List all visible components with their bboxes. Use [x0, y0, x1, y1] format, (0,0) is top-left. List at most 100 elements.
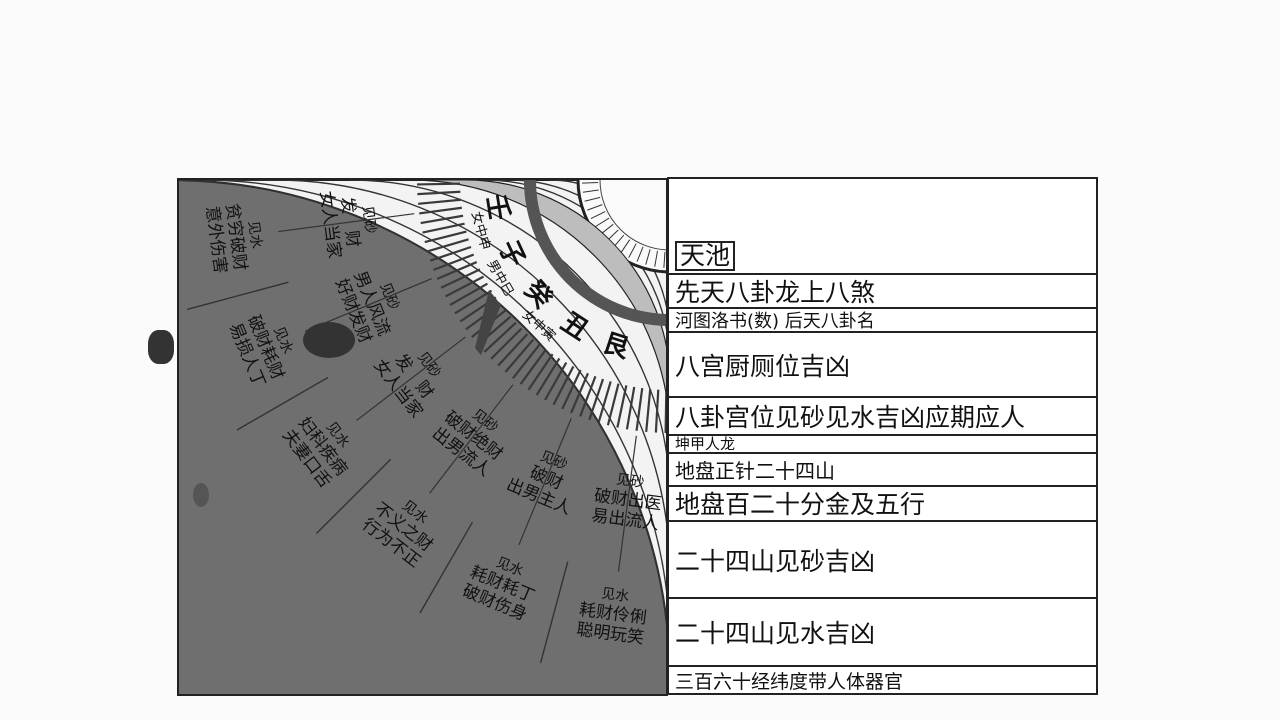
fenjin-stripe: [424, 230, 467, 244]
dial-tick: [636, 246, 644, 262]
trigram-mark: [524, 192, 538, 202]
row-label: 天池: [675, 241, 736, 272]
ring-circle: [274, 180, 666, 525]
trigram-mark: [550, 257, 566, 272]
compass-diagram: 艮丑癸子壬见水贫穷破财意外伤害见水破财耗财易损人丁见水妇科疾病夫妻口舌见水不义之…: [177, 178, 668, 696]
table-row: 地盘正针二十四山: [669, 454, 1096, 487]
row-label: 八卦宫位见砂见水吉凶应期应人: [675, 403, 1026, 433]
inner-divider: [356, 336, 466, 421]
inner-divider: [278, 213, 415, 233]
trigram-mark: [571, 278, 586, 293]
table-row: 八卦宫位见砂见水吉凶应期应人: [669, 398, 1096, 436]
fenjin-stripe: [417, 182, 461, 186]
fenjin-stripe: [497, 333, 529, 367]
dial-tick: [620, 239, 631, 254]
row-label: 坤甲人龙: [675, 436, 736, 454]
fenjin-stripe: [570, 372, 589, 414]
trigram-mark: [645, 312, 656, 326]
fenjin-stripe: [588, 378, 605, 421]
fenjin-stripe: [426, 238, 469, 253]
trigram-mark: [539, 239, 554, 253]
compass-quadrant: 艮丑癸子壬见水贫穷破财意外伤害见水破财耗财易损人丁见水妇科疾病夫妻口舌见水不义之…: [179, 180, 666, 664]
ink-smudge: [303, 322, 355, 358]
trigram-mark: [602, 298, 615, 313]
trigram-mark: [523, 180, 537, 187]
dial-tick: [584, 196, 601, 202]
fenjin-stripe: [419, 206, 462, 215]
dial-tick: [595, 217, 610, 228]
table-row: 二十四山见砂吉凶: [669, 522, 1096, 599]
fenjin-stripe: [544, 362, 568, 401]
trigram-mark: [589, 291, 603, 306]
fenjin-stripe: [420, 214, 464, 225]
table-row: 二十四山见水吉凶: [669, 599, 1096, 668]
fenjin-stripe: [664, 389, 666, 433]
trigram-mark: [535, 233, 551, 246]
row-label: 河图洛书(数) 后天八卦名: [675, 310, 875, 332]
table-row: 先天八卦龙上八煞: [669, 275, 1096, 309]
fenjin-stripe: [422, 222, 465, 234]
ring-label-table: 天池 先天八卦龙上八煞 河图洛书(数) 后天八卦名 八宫厨厕位吉凶 八卦宫位见砂…: [667, 177, 1098, 695]
fenjin-stripe: [417, 190, 461, 196]
fenjin-stripe: [504, 338, 535, 373]
inner-divider: [518, 418, 572, 546]
ink-smudge: [148, 330, 174, 364]
row-label: 地盘百二十分金及五行: [675, 490, 926, 520]
row-label: 三百六十经纬度带人体器官: [675, 670, 904, 693]
fenjin-stripe: [654, 389, 660, 433]
row-label: 二十四山见水吉凶: [675, 618, 876, 648]
trigram-mark: [582, 287, 597, 302]
dial-tick: [663, 251, 666, 268]
trigram-mark: [555, 263, 570, 277]
fenjin-stripe: [561, 369, 582, 410]
ring-circle: [484, 180, 666, 331]
trigram-mark: [638, 310, 649, 325]
trigram-mark: [609, 301, 622, 316]
row-label: 先天八卦龙上八煞: [675, 278, 876, 308]
trigram-mark: [576, 283, 591, 298]
trigram-mark: [560, 268, 575, 283]
row-label: 地盘正针二十四山: [675, 458, 835, 483]
dial-tick: [628, 243, 637, 258]
trigram-mark: [524, 185, 537, 195]
fenjin-stripe: [606, 383, 620, 426]
fenjin-stripe: [579, 375, 597, 417]
fenjin-stripe: [436, 261, 478, 280]
fenjin-stripe: [511, 343, 541, 379]
fenjin-stripe: [535, 357, 561, 396]
trigram-mark: [653, 313, 663, 326]
table-row: 八宫厨厕位吉凶: [669, 333, 1096, 399]
trigram-mark: [660, 313, 666, 327]
cell-text-line: 见水: [600, 586, 630, 606]
trigram-mark: [542, 245, 558, 259]
table-row: 坤甲人龙: [669, 436, 1096, 454]
table-row: 河图洛书(数) 后天八卦名: [669, 309, 1096, 333]
ink-smudge: [475, 290, 501, 355]
fenjin-stripe: [625, 386, 636, 430]
ring-circle: [179, 180, 666, 624]
ring-circle: [349, 180, 666, 455]
outer-divider: [419, 521, 474, 614]
dial-tick: [654, 250, 658, 267]
row-label: 二十四山见砂吉凶: [675, 546, 876, 576]
fenjin-stripe: [527, 353, 554, 391]
inner-divider: [617, 435, 637, 572]
outer-divider: [315, 458, 392, 535]
cell-text-line: 见砂: [615, 472, 645, 492]
cell-text-line: 见水: [245, 220, 265, 250]
fenjin-stripe: [429, 245, 472, 262]
ink-smudge: [193, 483, 209, 507]
fenjin-stripe: [440, 268, 481, 289]
dial-tick: [587, 204, 603, 211]
row-label: 八宫厨厕位吉凶: [675, 351, 851, 381]
dial-tick: [582, 189, 599, 193]
table-row: 天池: [669, 179, 1096, 276]
outer-divider: [186, 281, 289, 311]
inner-divider: [429, 384, 514, 494]
